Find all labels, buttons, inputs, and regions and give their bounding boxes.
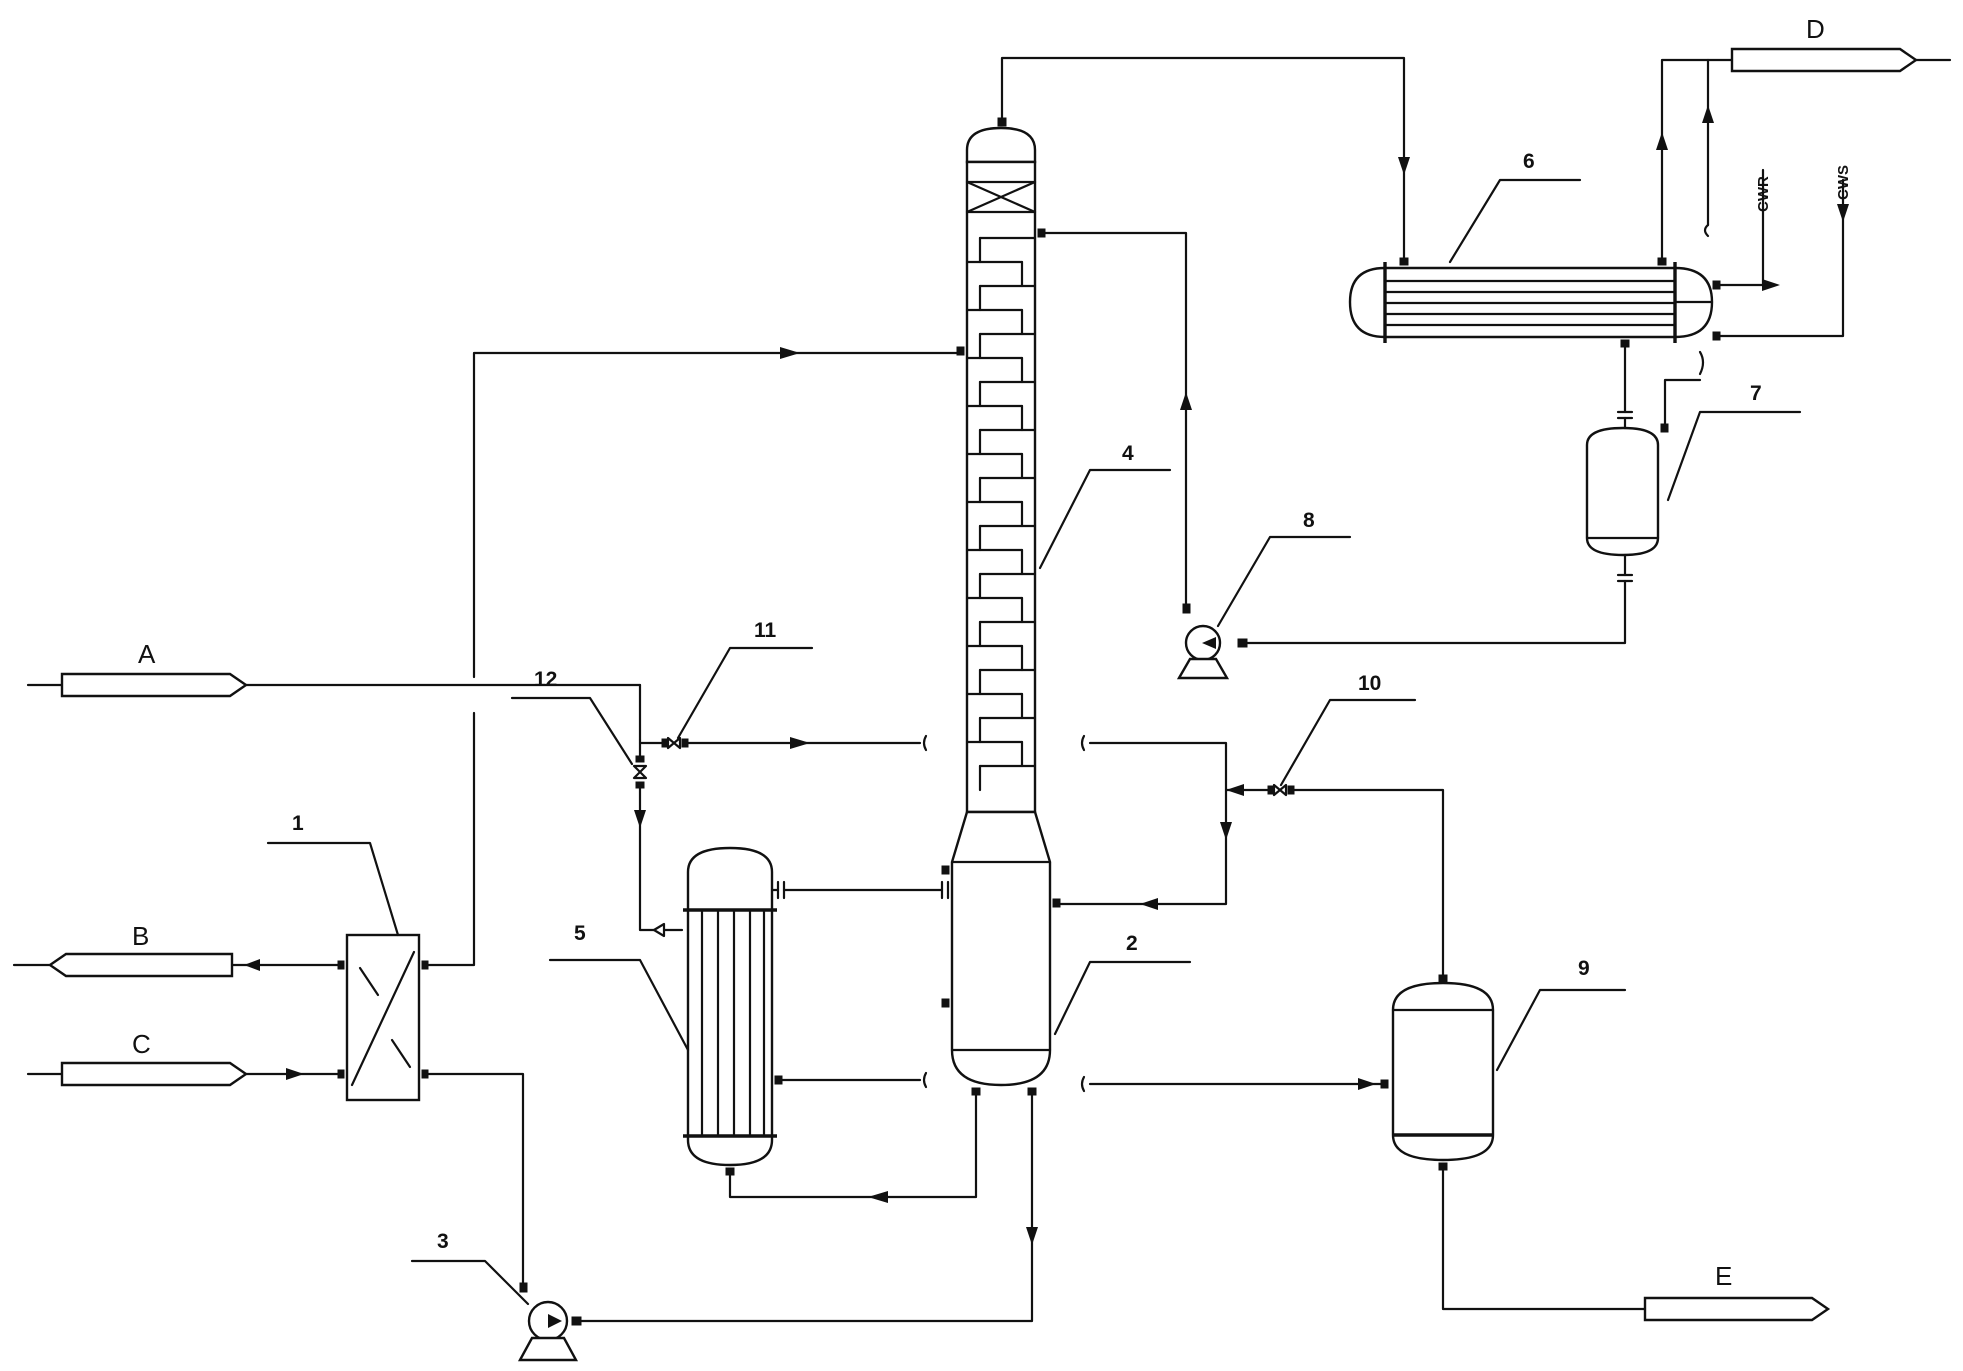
stream-b-product (12, 952, 342, 978)
equipment-5-label: 5 (574, 922, 586, 945)
stream-d-product (1730, 47, 1952, 73)
equipment-11-label: 11 (754, 619, 777, 642)
cwr-label: CWR (1755, 176, 1772, 212)
equipment-10-label: 10 (1358, 672, 1381, 695)
process-piping (426, 56, 1849, 1323)
leader-lines (266, 178, 1802, 1306)
stream-e-label: E (1715, 1261, 1732, 1291)
equipment-4-label: 4 (1122, 442, 1134, 465)
stream-c-feed (26, 1061, 342, 1087)
valve-10 (1267, 783, 1295, 797)
stream-a-label: A (138, 639, 156, 669)
equipment-12-label: 12 (534, 668, 557, 691)
cws-label: CWS (1835, 165, 1852, 200)
stream-d-label: D (1806, 14, 1825, 44)
column-base-vessel-2 (941, 810, 1061, 1096)
distillation-column-4 (956, 117, 1046, 814)
stream-c-label: C (132, 1029, 151, 1059)
equipment-9-label: 9 (1578, 957, 1590, 980)
stream-e-product (1643, 1296, 1831, 1322)
stream-b-label: B (132, 921, 149, 951)
valve-12 (632, 755, 648, 789)
equipment-3-label: 3 (437, 1230, 449, 1253)
column-trays (965, 236, 1037, 792)
valve-11 (661, 736, 689, 750)
equipment-6-label: 6 (1523, 150, 1535, 173)
condenser-6 (1348, 257, 1721, 348)
equipment-2-label: 2 (1126, 932, 1138, 955)
receiver-vessel-9 (1380, 974, 1495, 1171)
pump-3 (517, 1282, 582, 1362)
reboiler-5 (652, 846, 786, 1176)
reflux-drum-7 (1585, 423, 1669, 557)
pump-8 (1176, 603, 1248, 680)
stream-a-feed (26, 672, 642, 742)
equipment-1-label: 1 (292, 812, 304, 835)
equipment-7-label: 7 (1750, 382, 1762, 405)
equipment-8-label: 8 (1303, 509, 1315, 532)
heat-exchanger-1 (337, 933, 429, 1102)
